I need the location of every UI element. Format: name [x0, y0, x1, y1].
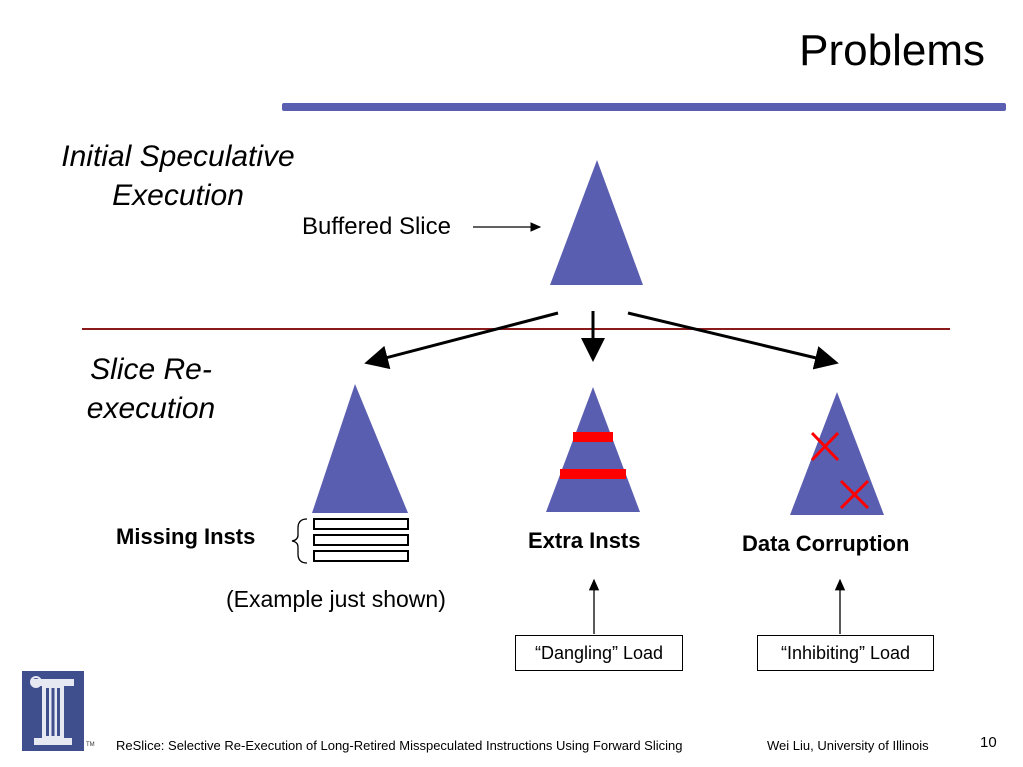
data-corruption-triangle	[790, 392, 884, 515]
extra-insts-label: Extra Insts	[528, 528, 641, 553]
data-corruption-label: Data Corruption	[742, 531, 910, 556]
missing-insts-triangle	[312, 384, 408, 513]
missing-inst-bar	[313, 518, 409, 530]
extra-inst-band	[560, 469, 626, 479]
extra-inst-band	[573, 432, 613, 442]
divider-line	[82, 328, 950, 330]
missing-insts-label: Missing Insts	[116, 524, 256, 549]
example-note: (Example just shown)	[226, 586, 446, 612]
footer-paper-title: ReSlice: Selective Re-Execution of Long-…	[116, 738, 683, 753]
section-slice-reexecution: Slice Re-execution	[86, 353, 216, 425]
page-number: 10	[980, 734, 997, 751]
fork-arrow-right	[627, 311, 839, 370]
university-logo	[22, 671, 84, 751]
title-underline-bar	[282, 103, 1006, 111]
buffered-slice-label: Buffered Slice	[302, 213, 451, 240]
dangling-load-box: “Dangling” Load	[515, 635, 683, 671]
logo-trademark: TM	[86, 742, 95, 748]
buffered-slice-triangle	[550, 160, 643, 285]
inhibiting-load-box: “Inhibiting” Load	[757, 635, 934, 671]
slide-title: Problems	[799, 26, 985, 75]
missing-insts-brace	[291, 518, 308, 564]
missing-inst-bar	[313, 534, 409, 546]
missing-inst-bar	[313, 550, 409, 562]
corruption-x-mark	[810, 431, 840, 462]
corruption-x-mark	[839, 479, 870, 510]
footer-author: Wei Liu, University of Illinois	[767, 738, 929, 753]
section-initial-speculative-execution: Initial Speculative Execution	[61, 140, 295, 212]
fork-arrow-left	[364, 311, 559, 370]
extra-insts-triangle	[546, 387, 640, 512]
